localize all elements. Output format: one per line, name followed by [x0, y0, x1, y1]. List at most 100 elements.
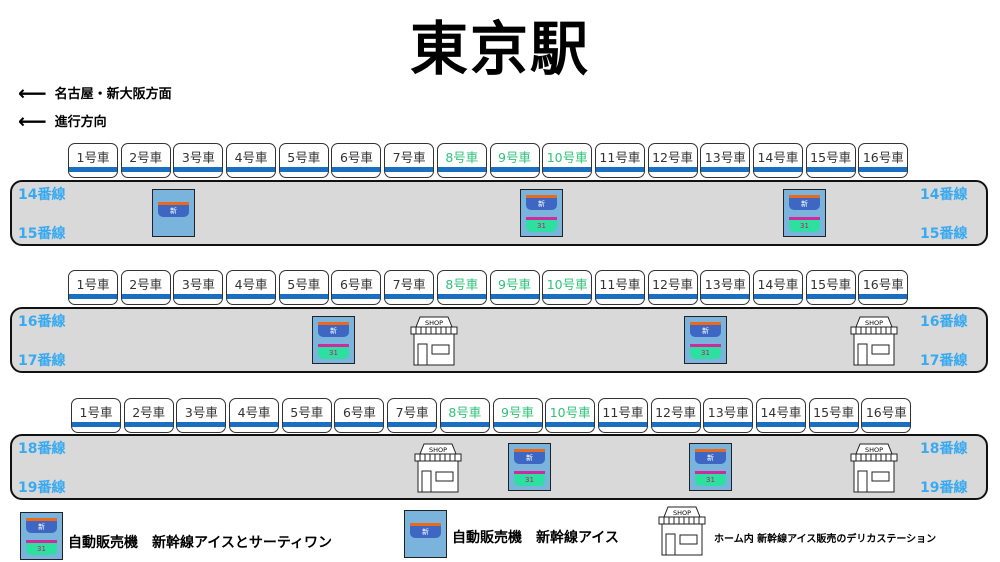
track-label-bottom: 15番線 [920, 226, 968, 242]
track-label-bottom: 19番線 [18, 480, 66, 496]
car-stripe [546, 422, 595, 427]
car-label: 1号車 [79, 405, 113, 420]
shinkansen-ice-icon: 新 [690, 322, 721, 337]
track-label-top: 14番線 [18, 187, 66, 203]
car-label: 12号車 [652, 277, 694, 292]
car-10-green: 10号車 [545, 398, 596, 433]
car-14: 14号車 [755, 398, 806, 433]
car-label: 3号車 [181, 150, 215, 165]
vending-machine-shinkansen-icon: 新 [152, 189, 195, 237]
car-stripe [701, 167, 750, 172]
car-label: 8号車 [448, 405, 482, 420]
car-5: 5号車 [278, 143, 329, 178]
car-label: 7号車 [395, 405, 429, 420]
thirtyone-ice-icon: 31 [26, 540, 57, 555]
car-stripe [69, 294, 117, 299]
car-label: 15号車 [810, 150, 852, 165]
car-label: 16号車 [865, 405, 907, 420]
platform [10, 307, 988, 373]
car-label: 13号車 [704, 150, 746, 165]
platform [10, 434, 988, 500]
car-8-green: 8号車 [439, 398, 490, 433]
car-stripe [440, 422, 489, 427]
car-label: 4号車 [237, 405, 271, 420]
car-label: 7号車 [392, 277, 426, 292]
track-label-top: 16番線 [18, 314, 66, 330]
shinkansen-ice-icon: 新 [158, 202, 189, 217]
car-stripe [753, 294, 802, 299]
car-label: 10号車 [549, 405, 591, 420]
car-stripe [227, 167, 276, 172]
thirtyone-ice-icon: 31 [526, 217, 557, 232]
car-label: 10号車 [546, 277, 588, 292]
car-label: 11号車 [599, 150, 641, 165]
svg-text:SHOP: SHOP [865, 446, 883, 454]
direction-travel: ⟵進行方向 [18, 111, 107, 131]
shop-icon: SHOP [848, 316, 900, 366]
car-9-green: 9号車 [489, 270, 540, 305]
car-11: 11号車 [594, 143, 645, 178]
car-label: 9号車 [498, 150, 531, 165]
page-title: 東京駅 [409, 15, 590, 83]
track-label-top: 18番線 [18, 441, 66, 457]
track-label-top: 18番線 [920, 441, 968, 457]
shop-icon: SHOP [848, 443, 900, 493]
car-label: 15号車 [813, 405, 855, 420]
car-16: 16号車 [858, 143, 909, 178]
car-label: 14号車 [760, 405, 802, 420]
car-13: 13号車 [700, 270, 751, 305]
car-stripe [282, 422, 331, 427]
car-label: 12号車 [652, 150, 694, 165]
car-14: 14号車 [752, 143, 803, 178]
car-12: 12号車 [647, 143, 698, 178]
shinkansen-ice-icon: 新 [789, 195, 820, 210]
car-5: 5号車 [281, 398, 332, 433]
car-label: 3号車 [181, 277, 215, 292]
car-stripe [72, 422, 120, 427]
car-stripe [385, 167, 434, 172]
car-label: 6号車 [339, 277, 373, 292]
car-7: 7号車 [384, 270, 435, 305]
vending-machine-shinkansen-icon: 新 [404, 510, 447, 558]
car-6: 6号車 [334, 398, 385, 433]
car-15: 15号車 [805, 143, 856, 178]
car-label: 5号車 [287, 277, 321, 292]
car-label: 15号車 [810, 277, 852, 292]
car-label: 3号車 [184, 405, 218, 420]
svg-text:SHOP: SHOP [425, 319, 443, 327]
car-1: 1号車 [71, 398, 121, 433]
car-stripe [493, 422, 542, 427]
car-stripe [385, 294, 434, 299]
car-12: 12号車 [650, 398, 701, 433]
car-9-green: 9号車 [492, 398, 543, 433]
car-label: 5号車 [290, 405, 324, 420]
car-stripe [69, 167, 117, 172]
thirtyone-ice-icon: 31 [514, 471, 545, 486]
track-label-top: 14番線 [920, 187, 968, 203]
car-3: 3号車 [173, 270, 224, 305]
car-stripe [121, 294, 170, 299]
car-label: 14号車 [757, 150, 799, 165]
car-stripe [543, 167, 592, 172]
car-4: 4号車 [226, 143, 277, 178]
shinkansen-ice-icon: 新 [526, 195, 557, 210]
car-13: 13号車 [700, 143, 751, 178]
car-stripe [124, 422, 173, 427]
legend-label: ホーム内 新幹線アイス販売のデリカステーション [714, 534, 937, 545]
car-stripe [279, 294, 328, 299]
car-label: 13号車 [707, 405, 749, 420]
car-label: 9号車 [498, 277, 531, 292]
car-2: 2号車 [120, 143, 171, 178]
car-11: 11号車 [597, 398, 648, 433]
car-label: 16号車 [862, 277, 904, 292]
car-label: 2号車 [129, 150, 163, 165]
car-6: 6号車 [331, 270, 382, 305]
car-label: 8号車 [445, 150, 479, 165]
car-stripe [809, 422, 858, 427]
car-label: 5号車 [287, 150, 321, 165]
thirtyone-ice-icon: 31 [695, 471, 726, 486]
car-stripe [862, 422, 911, 427]
